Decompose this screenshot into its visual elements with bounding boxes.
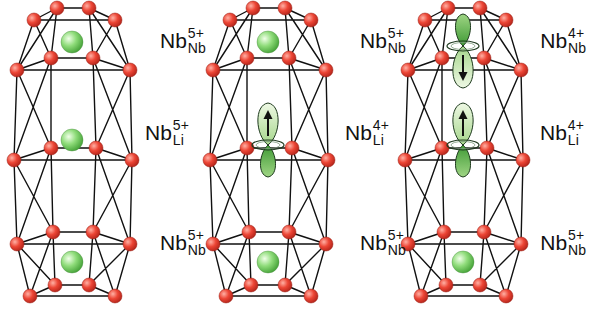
site-subscript: Nb <box>188 243 206 258</box>
octahedra-column <box>7 1 139 303</box>
site-subscript: Nb <box>188 41 206 56</box>
script-stack: 5+Nb <box>188 228 206 257</box>
cation-sphere <box>61 251 83 273</box>
oxygen-frame <box>203 1 335 303</box>
element-symbol: Nb <box>540 122 567 143</box>
site-subscript: Li <box>173 133 189 148</box>
orbital-lobe <box>447 14 479 88</box>
element-symbol: Nb <box>145 122 172 143</box>
cation-sphere <box>61 129 83 151</box>
site-subscript: Li <box>373 133 389 148</box>
ion-label: Nb5+Nb <box>160 26 206 55</box>
element-symbol: Nb <box>540 30 567 51</box>
oxygen-frame <box>7 1 139 303</box>
ion-label: Nb4+Nb <box>540 26 586 55</box>
ion-label: Nb5+Li <box>145 118 189 147</box>
cation-sphere <box>257 31 279 53</box>
octahedra-column <box>203 1 335 303</box>
script-stack: 5+Nb <box>188 26 206 55</box>
orbital-lobe <box>252 103 284 177</box>
script-stack: 5+Nb <box>388 228 406 257</box>
cation-sphere <box>452 251 474 273</box>
ion-label: Nb5+Nb <box>360 228 406 257</box>
ion-label: Nb4+Li <box>345 118 389 147</box>
element-symbol: Nb <box>360 30 387 51</box>
cation-sphere <box>257 251 279 273</box>
charge-superscript: 4+ <box>568 26 586 41</box>
site-subscript: Nb <box>388 41 406 56</box>
cation-sphere <box>61 31 83 53</box>
charge-superscript: 4+ <box>568 118 584 133</box>
ion-label: Nb5+Nb <box>160 228 206 257</box>
script-stack: 5+Nb <box>568 228 586 257</box>
oxygen-frame <box>398 1 530 303</box>
element-symbol: Nb <box>360 232 387 253</box>
ion-label: Nb4+Li <box>540 118 584 147</box>
script-stack: 4+Li <box>373 118 389 147</box>
site-subscript: Nb <box>568 243 586 258</box>
script-stack: 5+Li <box>173 118 189 147</box>
site-subscript: Nb <box>568 41 586 56</box>
ion-label: Nb5+Nb <box>540 228 586 257</box>
charge-superscript: 5+ <box>173 118 189 133</box>
charge-superscript: 4+ <box>373 118 389 133</box>
script-stack: 5+Nb <box>388 26 406 55</box>
charge-superscript: 5+ <box>388 26 406 41</box>
charge-superscript: 5+ <box>568 228 586 243</box>
element-symbol: Nb <box>160 232 187 253</box>
charge-superscript: 5+ <box>388 228 406 243</box>
orbital-lobe <box>447 103 479 177</box>
ion-label: Nb5+Nb <box>360 26 406 55</box>
script-stack: 4+Li <box>568 118 584 147</box>
element-symbol: Nb <box>540 232 567 253</box>
octahedra-column <box>398 1 530 303</box>
site-subscript: Li <box>568 133 584 148</box>
element-symbol: Nb <box>160 30 187 51</box>
charge-superscript: 5+ <box>188 26 206 41</box>
charge-superscript: 5+ <box>188 228 206 243</box>
script-stack: 4+Nb <box>568 26 586 55</box>
site-subscript: Nb <box>388 243 406 258</box>
element-symbol: Nb <box>345 122 372 143</box>
